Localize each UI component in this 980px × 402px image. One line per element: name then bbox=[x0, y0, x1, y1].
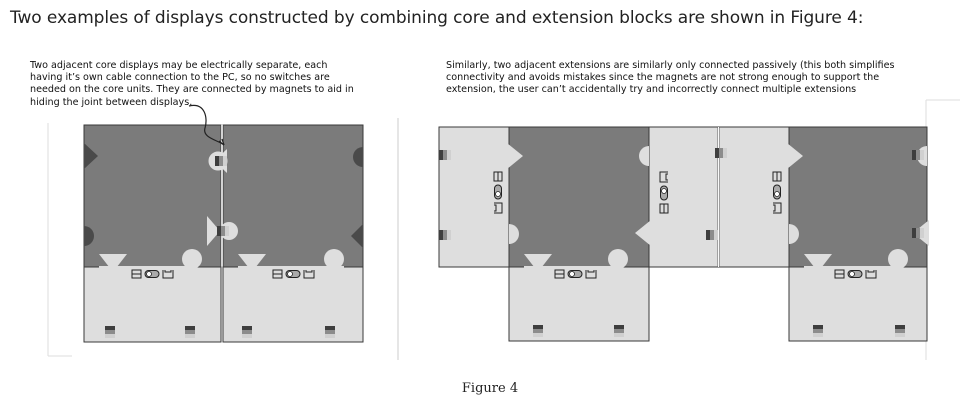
magnet-triangle-icon bbox=[635, 220, 651, 246]
magnet-circle-icon bbox=[84, 226, 94, 246]
right-annotation-line: Similarly, two adjacent extensions are s… bbox=[446, 60, 895, 71]
right-annotation-line: extension, the user can’t accidentally t… bbox=[446, 84, 857, 96]
bottom-extension-right bbox=[788, 266, 928, 342]
magnet-triangle-icon bbox=[787, 143, 803, 169]
magnet-triangle-icon bbox=[804, 254, 832, 272]
magnet-circle-icon bbox=[353, 147, 363, 167]
right-diagram bbox=[438, 99, 960, 360]
side-extension-b bbox=[648, 126, 719, 268]
left-annotation-line: needed on the core units. They are conne… bbox=[30, 84, 354, 96]
left-annotation-line: Two adjacent core displays may be electr… bbox=[30, 60, 328, 71]
magnet-circle-icon bbox=[639, 146, 649, 166]
magnet-circle-icon bbox=[789, 224, 799, 244]
extension-block-left bbox=[83, 266, 222, 343]
magnet-circle-icon bbox=[608, 249, 628, 269]
left-diagram bbox=[47, 104, 399, 360]
magnet-triangle-icon bbox=[351, 224, 363, 248]
bottom-extension-center bbox=[508, 266, 650, 342]
magnet-circle-icon bbox=[182, 249, 202, 269]
magnet-circle-icon bbox=[324, 249, 344, 269]
annotation-arrow bbox=[188, 104, 225, 146]
magnet-circle-icon bbox=[509, 224, 519, 244]
core-display-center bbox=[508, 126, 650, 268]
right-annotation: Similarly, two adjacent extensions are s… bbox=[446, 60, 916, 97]
magnet-triangle-icon bbox=[84, 143, 98, 169]
core-display-right bbox=[222, 124, 364, 268]
core-display-left bbox=[83, 124, 222, 268]
magnet-triangle-icon bbox=[524, 254, 552, 272]
magnet-triangle-icon bbox=[207, 216, 220, 246]
magnet-triangle-icon bbox=[99, 254, 127, 272]
magnet-circle-icon bbox=[888, 249, 908, 269]
left-annotation-line: hiding the joint between displays. bbox=[30, 96, 193, 108]
right-annotation-line: connectivity and avoids mistakes since t… bbox=[446, 72, 880, 84]
page-heading: Two examples of displays constructed by … bbox=[10, 8, 864, 28]
left-annotation: Two adjacent core displays may be electr… bbox=[30, 60, 370, 109]
magnet-triangle-icon bbox=[238, 254, 266, 272]
core-display-far-right bbox=[788, 126, 928, 268]
figure-caption: Figure 4 bbox=[461, 381, 519, 396]
left-annotation-line: having it’s own cable connection to the … bbox=[30, 72, 330, 84]
magnet-triangle-icon bbox=[507, 143, 523, 169]
